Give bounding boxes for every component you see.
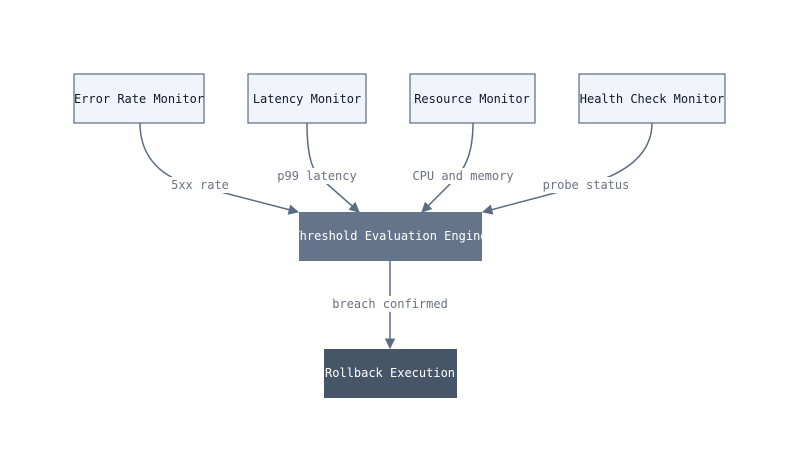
svg-text:Resource Monitor: Resource Monitor xyxy=(414,92,530,106)
edge-health-check-to-engine xyxy=(481,122,653,215)
svg-text:breach confirmed: breach confirmed xyxy=(332,297,448,311)
edge-label-resource: CPU and memory xyxy=(409,168,517,184)
node-resource-monitor: Resource Monitor xyxy=(409,73,536,124)
svg-text:p99 latency: p99 latency xyxy=(277,169,356,183)
edge-error-rate-to-engine xyxy=(139,122,300,215)
edge-label-error-rate: 5xx rate xyxy=(166,177,234,193)
edge-label-health-check: probe status xyxy=(539,177,633,193)
svg-text:Error Rate Monitor: Error Rate Monitor xyxy=(74,92,204,106)
edge-label-engine: breach confirmed xyxy=(330,296,450,312)
edge-resource-to-engine xyxy=(421,122,474,213)
svg-text:CPU and memory: CPU and memory xyxy=(412,169,513,183)
node-latency-monitor: Latency Monitor xyxy=(247,73,367,124)
node-rollback-execution: Rollback Execution xyxy=(324,349,457,398)
node-threshold-evaluation-engine: Threshold Evaluation Engine xyxy=(292,212,488,261)
edge-labels: 5xx rate p99 latency CPU and memory prob… xyxy=(166,168,633,312)
node-health-check-monitor: Health Check Monitor xyxy=(578,73,726,124)
node-error-rate-monitor: Error Rate Monitor xyxy=(73,73,205,124)
svg-text:5xx rate: 5xx rate xyxy=(171,178,229,192)
svg-text:probe status: probe status xyxy=(543,178,630,192)
svg-text:Rollback Execution: Rollback Execution xyxy=(325,366,455,380)
edge-label-latency: p99 latency xyxy=(274,168,360,184)
edge-latency-to-engine xyxy=(306,122,360,213)
svg-text:Latency Monitor: Latency Monitor xyxy=(253,92,361,106)
svg-text:Health Check Monitor: Health Check Monitor xyxy=(580,92,725,106)
svg-text:Threshold Evaluation Engine: Threshold Evaluation Engine xyxy=(292,229,487,243)
